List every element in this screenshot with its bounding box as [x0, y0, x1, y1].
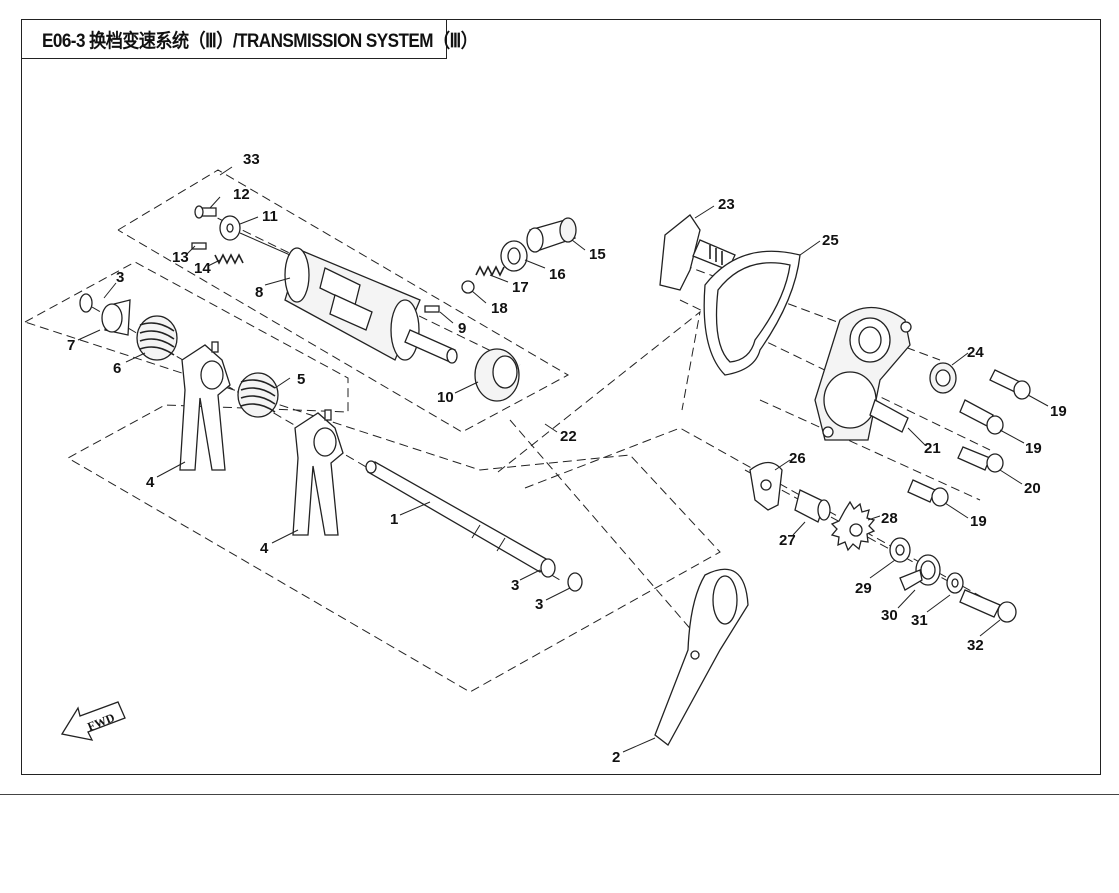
gasket-25	[703, 250, 801, 376]
callout-label: 13	[172, 249, 189, 266]
callout-label: 28	[881, 510, 898, 527]
spring-17	[475, 265, 505, 277]
bolt-32	[959, 589, 1017, 623]
gear-28	[830, 500, 876, 552]
callout-label: 24	[967, 344, 984, 361]
washer-29	[889, 537, 911, 563]
washer-11	[219, 215, 291, 256]
pin-13	[191, 242, 207, 250]
callout-label: 9	[458, 320, 466, 337]
callout-label: 19	[1050, 403, 1067, 420]
spring-14	[214, 253, 244, 265]
callout-label: 19	[1025, 440, 1042, 457]
circlip-3-lower-b	[567, 572, 583, 592]
assembly-boundary-left-link	[497, 310, 701, 473]
cover-21	[814, 307, 912, 441]
callout-label: 7	[67, 337, 75, 354]
axis-line	[759, 399, 981, 501]
callout-label: 16	[549, 266, 566, 283]
assembly-boundary-22	[24, 261, 721, 693]
pin-12	[194, 205, 217, 219]
callout-label: 27	[779, 532, 796, 549]
callout-label: 8	[255, 284, 263, 301]
sleeve-7	[101, 299, 131, 336]
page-title: E06-3 换档变速系统（Ⅲ）/TRANSMISSION SYSTEM（Ⅲ）	[42, 30, 478, 52]
shift-fork-right	[292, 409, 344, 536]
callout-label: 31	[911, 612, 928, 629]
callout-label: 26	[789, 450, 806, 467]
circlip-3-top	[79, 293, 93, 313]
callout-label: 25	[822, 232, 839, 249]
shift-fork-shaft	[365, 460, 549, 573]
spring-6	[136, 315, 178, 361]
pin-9	[424, 305, 440, 313]
callouts: 33 12 11 13 14 8 3 7 6 5 4 4 1 3 3 15 16…	[67, 151, 1067, 766]
shift-arm-23	[659, 214, 736, 291]
callout-label: 5	[297, 371, 305, 388]
bearing-10	[474, 348, 520, 402]
circlip-3-lower-a	[540, 558, 556, 578]
callout-label: 2	[612, 749, 620, 766]
callout-label: 3	[535, 596, 543, 613]
callout-label: 12	[233, 186, 250, 203]
callout-label: 6	[113, 360, 121, 377]
bolt-19-b	[959, 399, 1004, 435]
leader-lines	[77, 166, 1049, 753]
callout-label: 17	[512, 279, 529, 296]
callout-label: 19	[970, 513, 987, 530]
shift-lever	[654, 568, 749, 746]
axis-line	[509, 419, 701, 641]
callout-label: 4	[260, 540, 269, 557]
callout-label: 10	[437, 389, 454, 406]
assembly-boundary-33	[117, 169, 570, 433]
bolt-19-c	[907, 479, 949, 507]
bolt-20	[957, 446, 1004, 473]
axis-line	[744, 469, 1011, 616]
spring-5	[237, 372, 279, 418]
callout-label: 20	[1024, 480, 1041, 497]
callout-label: 3	[116, 269, 124, 286]
callout-label: 33	[243, 151, 260, 168]
callout-label: 11	[262, 208, 278, 225]
bolt-15	[526, 217, 577, 253]
callout-label: 3	[511, 577, 519, 594]
diagram-frame	[21, 19, 1101, 775]
title-box: E06-3 换档变速系统（Ⅲ）/TRANSMISSION SYSTEM（Ⅲ）	[21, 19, 478, 59]
callout-label: 21	[924, 440, 941, 457]
bolt-19-a	[989, 369, 1031, 400]
callout-label: 29	[855, 580, 872, 597]
plate-26	[749, 461, 783, 511]
callout-label: 22	[560, 428, 577, 445]
callout-label: 1	[390, 511, 398, 528]
callout-label: 14	[194, 260, 211, 277]
callout-label: 30	[881, 607, 898, 624]
seal-24	[929, 362, 957, 394]
washer-31	[946, 572, 964, 594]
ball-18	[461, 280, 475, 294]
shift-fork-left	[179, 341, 231, 471]
fwd-arrow-icon: FWD	[60, 701, 126, 741]
callout-label: 23	[718, 196, 735, 213]
spring-30	[899, 554, 941, 591]
callout-label: 15	[589, 246, 606, 263]
callout-label: 18	[491, 300, 508, 317]
washer-16	[500, 240, 528, 272]
callout-label: 32	[967, 637, 984, 654]
collar-27	[794, 489, 831, 523]
page-divider	[0, 794, 1119, 795]
shift-drum	[284, 247, 458, 364]
callout-label: 4	[146, 474, 155, 491]
